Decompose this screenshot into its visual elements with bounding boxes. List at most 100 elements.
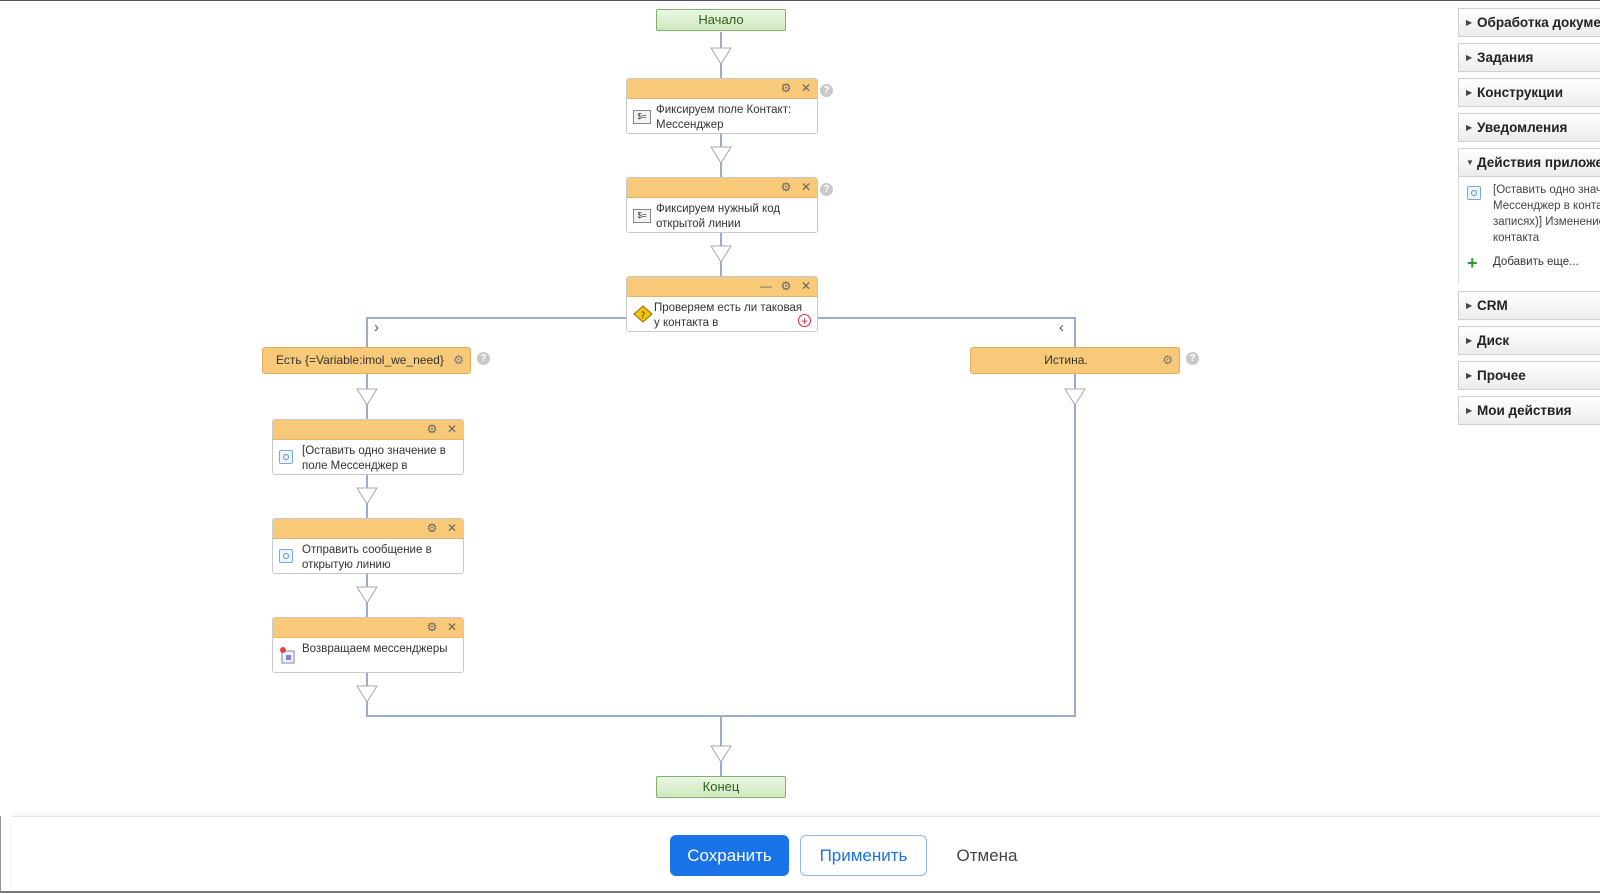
add-branch-icon[interactable]: + — [798, 314, 811, 327]
caret-right-icon: ▶ — [1466, 18, 1473, 27]
gear-icon[interactable]: ⚙ — [780, 279, 792, 293]
add-more-link[interactable]: Добавить еще... — [1493, 256, 1579, 268]
activity-title: [Оставить одно значение в поле Мессендже… — [302, 445, 446, 472]
panel-section-tasks[interactable]: ▶ Задания — [1458, 43, 1600, 72]
caret-right-icon: ▶ — [1466, 123, 1473, 132]
panel-section-app-actions-body: [Оставить одно значение в поле Мессендже… — [1458, 177, 1600, 284]
caret-right-icon: ▶ — [1466, 336, 1473, 345]
close-icon[interactable]: ✕ — [800, 81, 812, 95]
activity-header: ⚙ ✕ — [273, 519, 463, 539]
add-icon[interactable]: + — [1467, 253, 1478, 273]
close-icon[interactable]: ✕ — [446, 422, 458, 436]
activity-title: Отправить сообщение в открытую линию — [302, 544, 432, 571]
flow-arrow — [1064, 388, 1086, 406]
gear-icon[interactable]: ⚙ — [780, 81, 792, 95]
close-icon[interactable]: ✕ — [800, 180, 812, 194]
bottom-border — [0, 891, 1600, 893]
help-icon[interactable]: ? — [477, 352, 490, 365]
flow-arrow — [710, 245, 732, 263]
footer-left-border — [0, 816, 1, 893]
branch-right[interactable]: Истина. ⚙ — [970, 347, 1180, 374]
help-icon[interactable]: ? — [1186, 352, 1199, 365]
help-icon[interactable]: ? — [820, 84, 833, 97]
section-label: Уведомления — [1477, 120, 1568, 135]
flow-arrow — [710, 146, 732, 164]
workflow-canvas[interactable]: Начало ⚙ ✕ $= Фиксируем поле Контакт: Ме… — [0, 0, 1440, 815]
flow-arrow — [356, 487, 378, 505]
minimize-icon[interactable]: — — [760, 279, 772, 293]
gear-icon[interactable]: ⚙ — [426, 620, 438, 634]
activity-title: Возвращаем мессенджеры — [302, 643, 448, 655]
section-label: Задания — [1477, 50, 1534, 65]
panel-section-disk[interactable]: ▶ Диск — [1458, 326, 1600, 355]
gear-icon[interactable]: ⚙ — [453, 353, 464, 367]
cancel-button[interactable]: Отмена — [956, 846, 1018, 865]
gear-icon[interactable]: ⚙ — [780, 180, 792, 194]
gear-icon[interactable]: ⚙ — [426, 422, 438, 436]
activity-keep-one-messenger[interactable]: ⚙ ✕ [Оставить одно значение в поле Мессе… — [272, 419, 464, 475]
section-label: Действия приложений — [1477, 155, 1600, 170]
branch-label: Есть {=Variable:imol_we_need} — [276, 353, 444, 367]
flow-arrow — [356, 685, 378, 703]
condition-icon: ? — [633, 305, 653, 323]
section-label: Конструкции — [1477, 85, 1563, 100]
activity-fix-contact-messenger[interactable]: ⚙ ✕ $= Фиксируем поле Контакт: Мессендже… — [626, 78, 818, 134]
close-icon[interactable]: ✕ — [446, 620, 458, 634]
caret-right-icon: ▶ — [1466, 406, 1473, 415]
activity-send-openline-message[interactable]: ⚙ ✕ Отправить сообщение в открытую линию — [272, 518, 464, 574]
svg-text:?: ? — [641, 311, 646, 321]
activity-return-messengers[interactable]: ⚙ ✕ Возвращаем мессенджеры — [272, 617, 464, 673]
panel-section-notifications[interactable]: ▶ Уведомления — [1458, 113, 1600, 142]
workflow-connectors — [356, 32, 1086, 776]
app-action-icon — [279, 450, 293, 464]
flow-arrow — [710, 47, 732, 65]
section-label: CRM — [1477, 298, 1508, 313]
panel-section-constructs[interactable]: ▶ Конструкции — [1458, 78, 1600, 107]
activity-header: ⚙ ✕ — [627, 178, 817, 198]
panel-section-other[interactable]: ▶ Прочее — [1458, 361, 1600, 390]
chevron-right-icon[interactable]: › — [374, 319, 379, 336]
branch-label: Истина. — [1044, 353, 1088, 367]
panel-item-keep-one-messenger[interactable]: [Оставить одно значение в поле Мессендже… — [1493, 184, 1600, 244]
section-label: Мои действия — [1477, 403, 1572, 418]
chevron-left-icon[interactable]: ‹ — [1059, 319, 1064, 336]
activity-title: Фиксируем нужный код открытой линии — [656, 203, 781, 230]
caret-right-icon: ▶ — [1466, 88, 1473, 97]
close-icon[interactable]: ✕ — [800, 279, 812, 293]
crm-update-icon — [279, 646, 296, 664]
gear-icon[interactable]: ⚙ — [1162, 353, 1173, 367]
section-label: Прочее — [1477, 368, 1526, 383]
section-label: Обработка документов — [1477, 15, 1600, 30]
footer-bar: Сохранить Применить Отмена — [12, 816, 1600, 894]
apply-button[interactable]: Применить — [800, 835, 927, 876]
app-action-icon — [1467, 186, 1481, 200]
activity-header: ⚙ ✕ — [627, 79, 817, 99]
close-icon[interactable]: ✕ — [446, 521, 458, 535]
start-node[interactable]: Начало — [656, 9, 786, 31]
help-icon[interactable]: ? — [820, 183, 833, 196]
gear-icon[interactable]: ⚙ — [426, 521, 438, 535]
activity-header: ⚙ ✕ — [273, 618, 463, 638]
caret-right-icon: ▶ — [1466, 301, 1473, 310]
activity-condition[interactable]: — ⚙ ✕ ? Проверяем есть ли таковая у конт… — [626, 276, 818, 332]
section-label: Диск — [1477, 333, 1510, 348]
panel-section-documents[interactable]: ▶ Обработка документов — [1458, 8, 1600, 37]
activity-fix-openline-code[interactable]: ⚙ ✕ $= Фиксируем нужный код открытой лин… — [626, 177, 818, 233]
flow-arrow — [356, 586, 378, 604]
save-button[interactable]: Сохранить — [670, 835, 789, 876]
top-border — [0, 0, 1600, 1]
flow-arrow — [710, 745, 732, 763]
caret-right-icon: ▶ — [1466, 371, 1473, 380]
end-node[interactable]: Конец — [656, 776, 786, 798]
panel-section-app-actions[interactable]: ▼ Действия приложений — [1458, 148, 1600, 177]
panel-section-my-actions[interactable]: ▶ Мои действия — [1458, 396, 1600, 425]
branch-left[interactable]: Есть {=Variable:imol_we_need} ⚙ — [262, 347, 471, 374]
activity-header: ⚙ ✕ — [273, 420, 463, 440]
app-action-icon — [279, 549, 293, 563]
set-variable-icon: $= — [633, 209, 651, 223]
activities-panel: ▶ Обработка документов ▶ Задания ▶ Конст… — [1458, 8, 1600, 431]
caret-down-icon: ▼ — [1466, 158, 1474, 167]
activity-title: Проверяем есть ли таковая у контакта в — [654, 302, 803, 329]
panel-section-crm[interactable]: ▶ CRM — [1458, 291, 1600, 320]
activity-title: Фиксируем поле Контакт: Мессенджер — [656, 104, 792, 131]
